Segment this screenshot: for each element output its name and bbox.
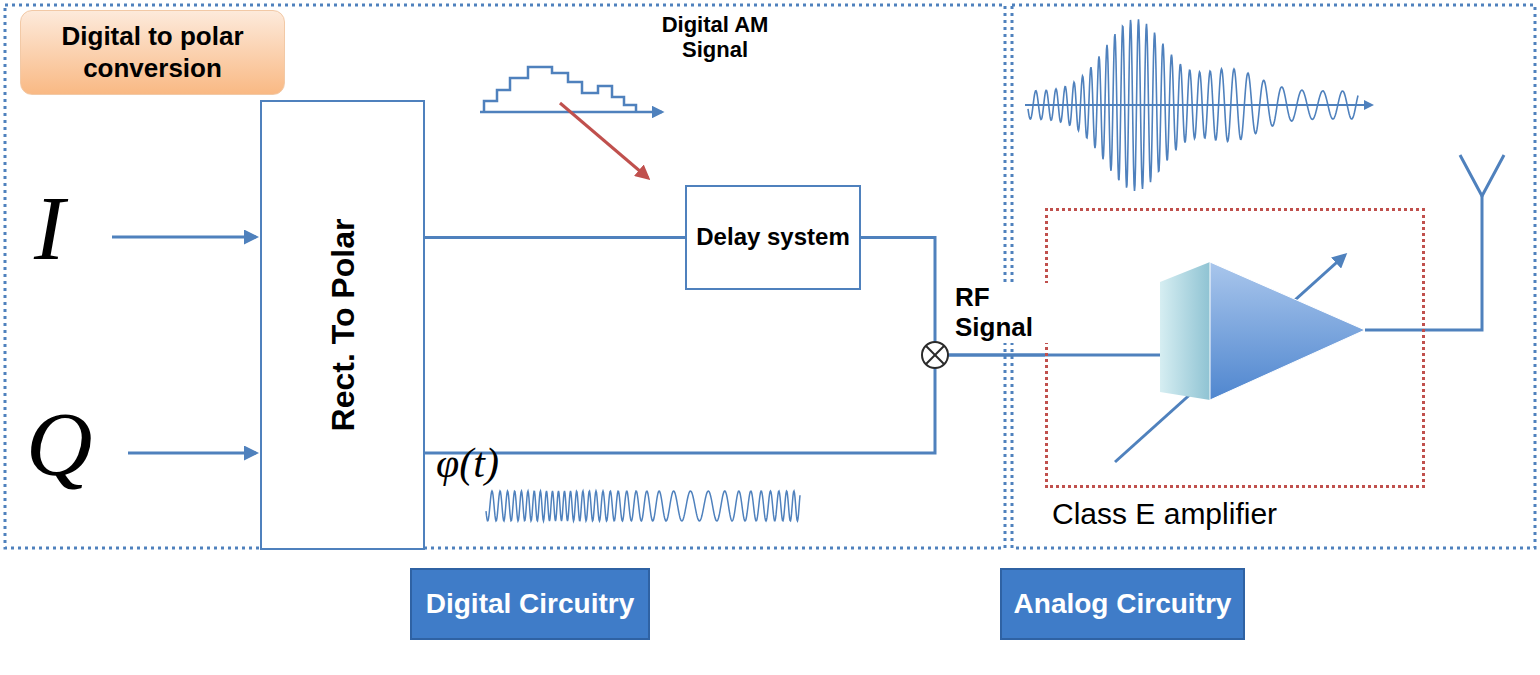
node-label: Analog Circuitry	[1014, 588, 1232, 620]
multiplier-symbol	[922, 342, 948, 368]
input-arrow	[112, 236, 256, 239]
signal-wire	[425, 236, 685, 239]
title-box: Digital to polar conversion	[20, 10, 285, 95]
amplifier-triangle	[1210, 262, 1365, 400]
time-axis	[1025, 104, 1372, 106]
digital-region	[5, 5, 1005, 548]
signal-name: Digital AM Signal	[640, 12, 790, 63]
node-label: Delay system	[696, 223, 849, 252]
section-label: Analog Circuitry	[1000, 568, 1245, 640]
signal-name: I	[34, 182, 65, 274]
node-label: Digital to polar conversion	[21, 21, 284, 83]
amplifier-region: Class E amplifier	[1045, 208, 1425, 488]
region-heading: Class E amplifier	[1050, 497, 1279, 531]
phase-waveform	[486, 491, 800, 521]
antenna-symbol	[1460, 155, 1504, 196]
input-arrow	[128, 452, 256, 455]
rf-wire	[1045, 354, 1165, 357]
signal-name: Q	[26, 398, 92, 490]
signal-wire	[425, 355, 1045, 453]
am-waveform	[1028, 19, 1358, 191]
multiplier-circle	[922, 342, 948, 368]
process-box: Rect. To Polar	[260, 100, 425, 550]
node-label: Rect. To Polar	[324, 219, 361, 432]
phase-waveform-trace	[486, 491, 800, 521]
am-waveform-trace	[1028, 19, 1358, 191]
analog-region	[1012, 5, 1535, 548]
amplifier-back	[1160, 262, 1210, 400]
signal-name: RF Signal	[953, 283, 1053, 343]
pointer-arrow	[560, 103, 648, 178]
signal-name: φ(t)	[436, 442, 499, 484]
section-label: Digital Circuitry	[410, 568, 650, 640]
staircase-waveform	[484, 67, 636, 112]
multiplier-cross	[926, 346, 944, 364]
node-label: Digital Circuitry	[426, 588, 634, 620]
process-box: Delay system	[685, 185, 861, 290]
multiplier-cross	[926, 346, 944, 364]
